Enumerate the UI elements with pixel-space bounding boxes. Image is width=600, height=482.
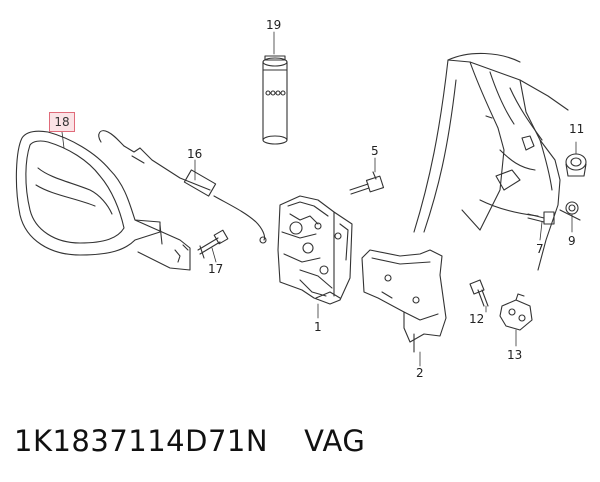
highlighted-callout-18: 18: [49, 112, 75, 132]
callout-12: 12: [469, 312, 485, 326]
part-number-footer: 1K1837114D71N VAG: [14, 424, 365, 458]
door-lock-part: [278, 196, 352, 304]
small-plug-part: [566, 202, 578, 214]
cable-part: [99, 131, 266, 243]
exploded-parts-diagram: [0, 0, 600, 400]
callout-5: 5: [371, 144, 379, 158]
grease-spray-can-part: [263, 56, 287, 144]
callout-7: 7: [536, 242, 544, 256]
callout-11: 11: [569, 122, 585, 136]
rubber-grommet-part: [566, 154, 586, 176]
striker-plate-part: [500, 294, 532, 330]
part-number: 1K1837114D71N: [14, 424, 269, 458]
lock-bracket-part: [362, 250, 446, 352]
callout-9: 9: [568, 234, 576, 248]
leader-lines: [62, 32, 576, 366]
striker-bolt-part: [470, 280, 488, 306]
callout-2: 2: [416, 366, 424, 380]
callout-1: 1: [314, 320, 322, 334]
door-frame-outline: [414, 53, 580, 270]
screw-left-part: [198, 230, 228, 258]
callout-17: 17: [208, 262, 224, 276]
callout-13: 13: [507, 348, 523, 362]
callout-19: 19: [266, 18, 282, 32]
screw-right-part: [528, 212, 554, 224]
callout-16: 16: [187, 147, 203, 161]
brand-name: VAG: [304, 424, 366, 458]
locking-pin-part: [350, 172, 384, 194]
inner-door-handle-part: [16, 131, 190, 270]
